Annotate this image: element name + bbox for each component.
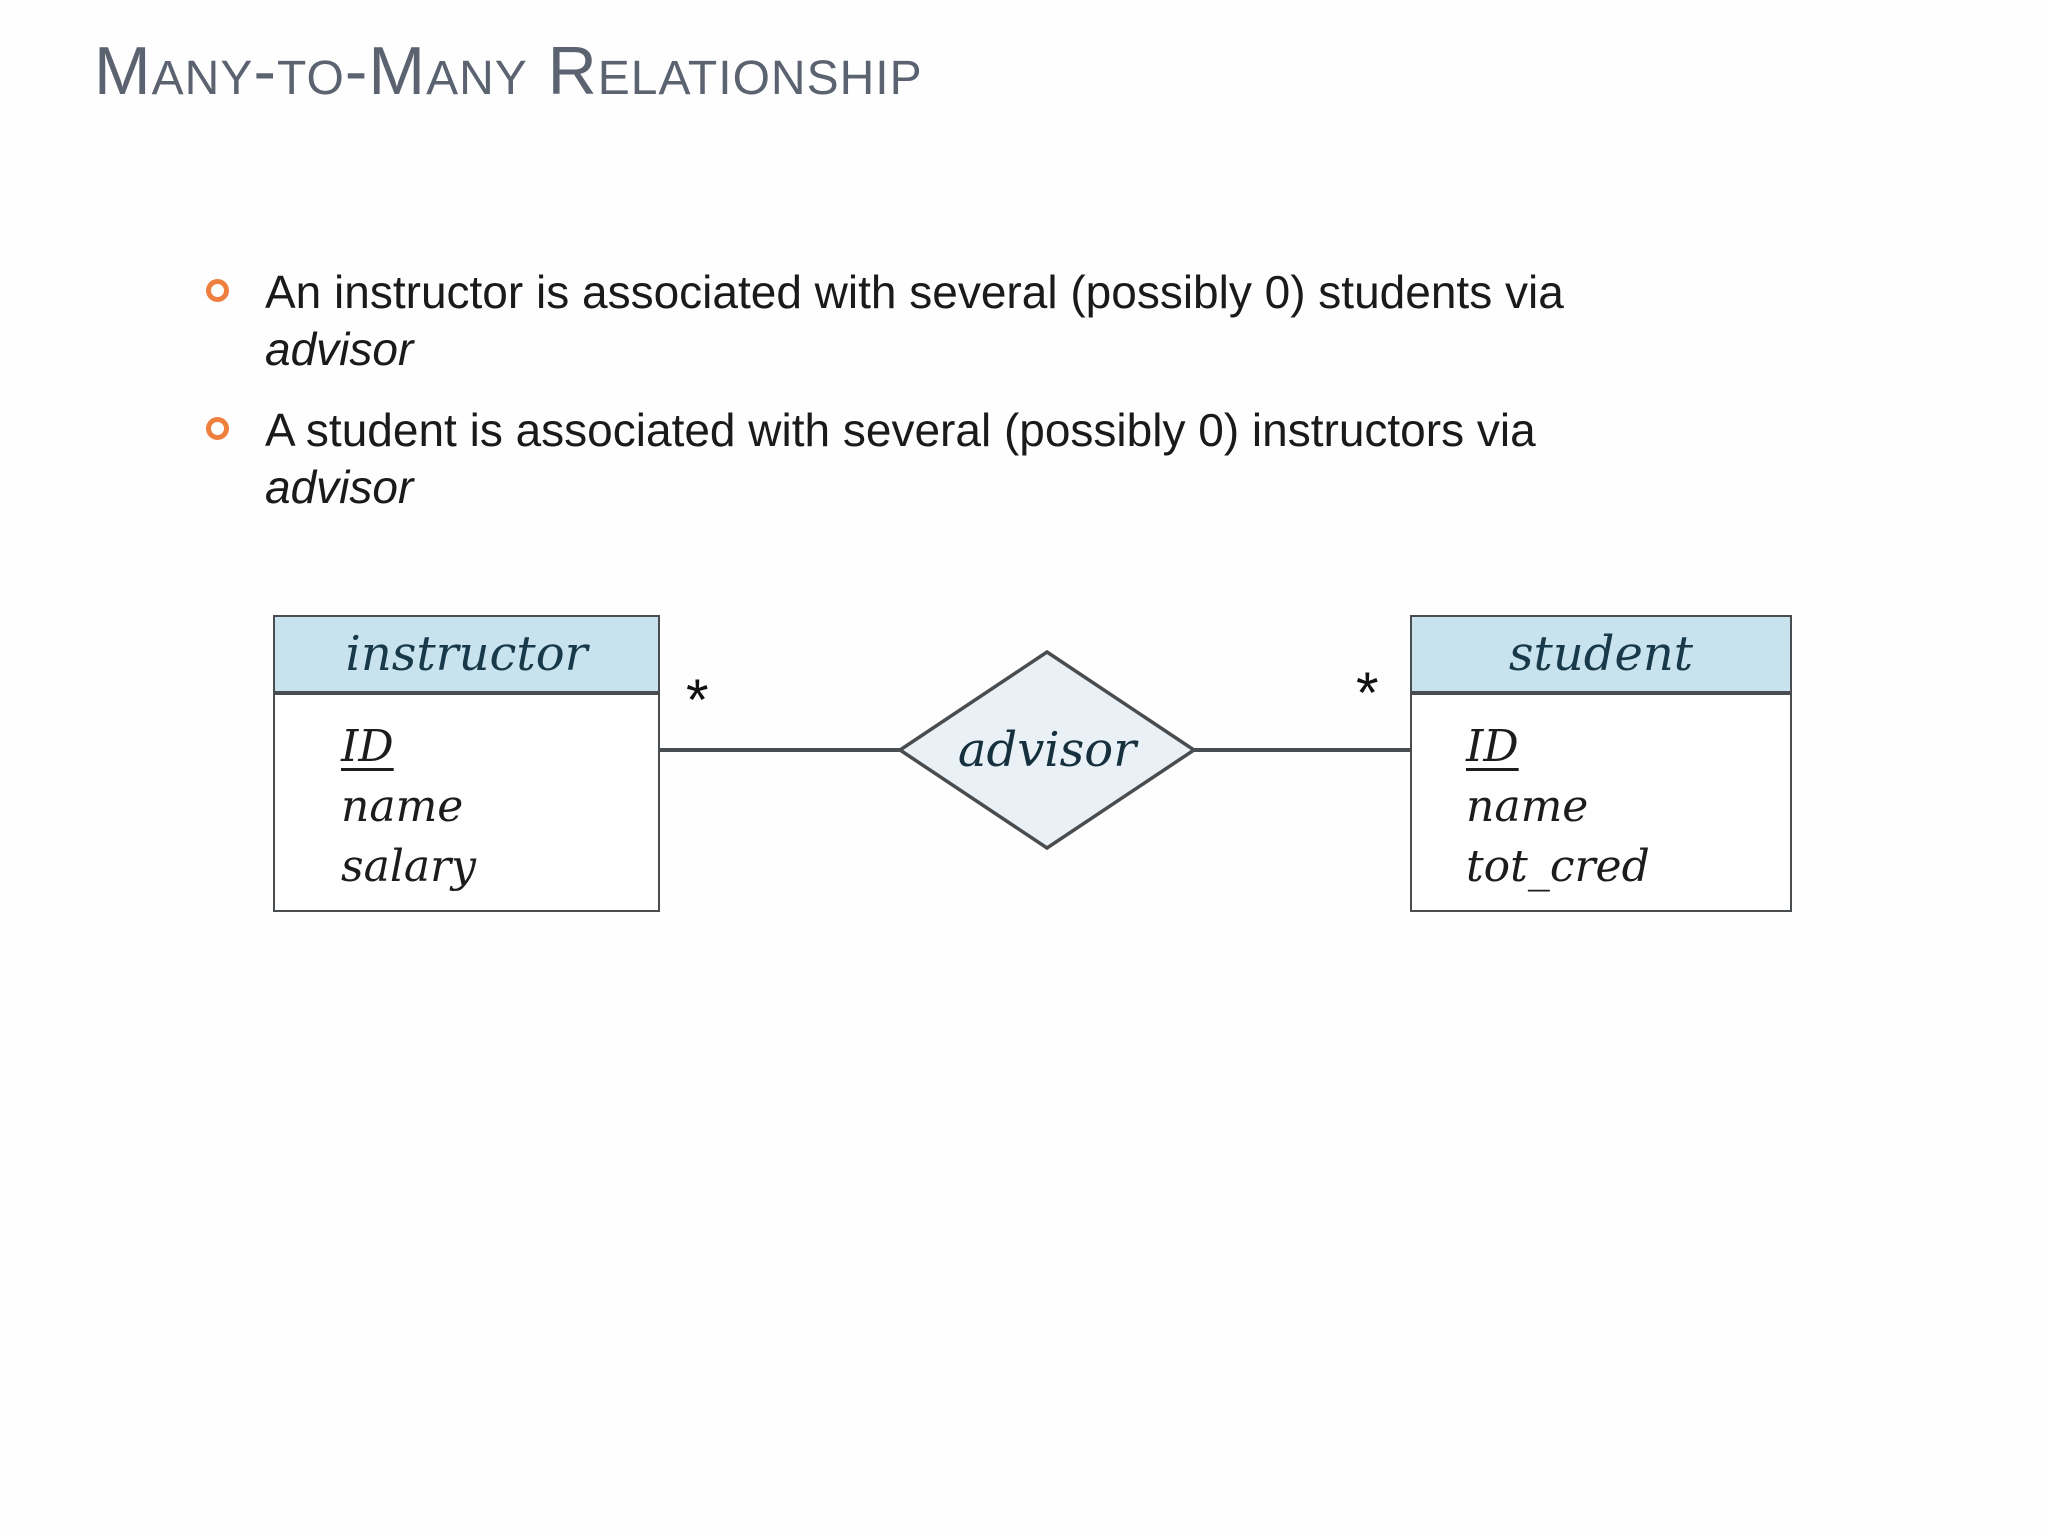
attribute-row: ID	[1466, 717, 1790, 777]
entity-student: student ID name tot_cred	[1410, 615, 1792, 912]
bullet-item-1: An instructor is associated with several…	[206, 264, 1564, 378]
bullet-text-2: A student is associated with several (po…	[265, 402, 1536, 516]
attribute-row: name	[341, 777, 658, 837]
bullet-marker-icon	[206, 279, 229, 302]
entity-instructor: instructor ID name salary	[273, 615, 660, 912]
entity-instructor-attributes: ID name salary	[275, 695, 658, 897]
cardinality-label-right: *	[1356, 661, 1379, 726]
bullet-2-term: advisor	[265, 461, 414, 513]
attribute-salary: salary	[341, 841, 477, 892]
attribute-row: name	[1466, 777, 1790, 837]
attribute-row: ID	[341, 717, 658, 777]
relationship-name: advisor	[958, 722, 1139, 778]
bullet-marker-icon	[206, 417, 229, 440]
attribute-row: tot_cred	[1466, 837, 1790, 897]
entity-student-header: student	[1412, 617, 1790, 695]
attribute-id: ID	[1466, 721, 1519, 772]
entity-instructor-header: instructor	[275, 617, 658, 695]
attribute-name: name	[1466, 781, 1589, 832]
bullet-text-1: An instructor is associated with several…	[265, 264, 1564, 378]
page-title: Many-to-Many Relationship	[94, 33, 923, 109]
bullet-item-2: A student is associated with several (po…	[206, 402, 1536, 516]
bullet-2-line: A student is associated with several (po…	[265, 404, 1536, 456]
relationship-diamond	[896, 649, 1198, 851]
entity-student-attributes: ID name tot_cred	[1412, 695, 1790, 897]
attribute-row: salary	[341, 837, 658, 897]
attribute-name: name	[341, 781, 464, 832]
attribute-tot-cred: tot_cred	[1466, 841, 1650, 892]
bullet-1-term: advisor	[265, 323, 414, 375]
cardinality-label-left: *	[686, 668, 709, 733]
bullet-1-line: An instructor is associated with several…	[265, 266, 1564, 318]
attribute-id: ID	[341, 721, 394, 772]
